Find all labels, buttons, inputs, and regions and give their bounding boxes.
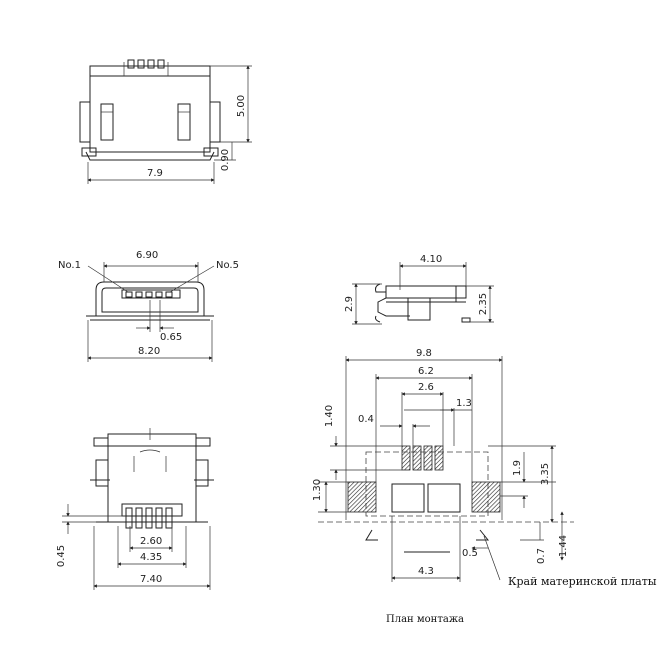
plan-center-pads: 4.3 — [418, 566, 434, 577]
plan-pad-pitch: 0.4 — [358, 414, 374, 425]
plan-bottom-a: 0.7 — [536, 548, 547, 564]
pin1-label: No.1 — [58, 260, 81, 271]
plan-offset-right: 1.3 — [456, 398, 472, 409]
bottom-inner-label: 2.60 — [140, 536, 162, 547]
board-edge-label: Край материнской платы — [508, 575, 657, 588]
side-right-label: 2.35 — [478, 293, 489, 315]
outer-pad-right — [471, 481, 501, 513]
bottom-mid-label: 4.35 — [140, 552, 162, 563]
plan-caption: План монтажа — [386, 614, 464, 625]
bottom-view: 2.60 4.35 7.40 0.45 — [56, 428, 214, 590]
top-view: 7.9 5.00 0.90 — [79, 59, 252, 184]
bottom-tab-label: 0.45 — [56, 545, 67, 567]
side-width-label: 4.10 — [420, 254, 442, 265]
outer-pad-left — [347, 481, 377, 513]
plan-inner-pads: 2.6 — [418, 382, 434, 393]
front-view: 6.90 No.1 No.5 0.65 8.20 — [58, 250, 239, 362]
plan-right-inner: 1.9 — [512, 460, 523, 476]
plan-right-outer: 3.35 — [540, 463, 551, 485]
pin-pitch-label: 0.65 — [160, 332, 182, 343]
top-height-label: 5.00 — [236, 95, 247, 117]
center-pad-left — [391, 483, 425, 513]
plan-edge-gap: 0.5 — [462, 548, 478, 559]
top-offset-label: 0.90 — [220, 149, 231, 171]
mounting-plan: 9.8 6.2 2.6 1.3 0.4 1.40 1.30 1.9 3.35 — [312, 348, 657, 625]
center-pad-right — [427, 483, 461, 513]
pin5-label: No.5 — [216, 260, 239, 271]
plan-overall-width: 9.8 — [416, 348, 432, 359]
side-height-label: 2.9 — [344, 296, 355, 312]
side-view: 4.10 2.9 2.35 — [344, 254, 494, 325]
front-pitch-width-label: 6.90 — [136, 250, 158, 261]
plan-top-offset: 1.40 — [324, 405, 335, 427]
plan-left-height: 1.30 — [312, 479, 323, 501]
bottom-outer-label: 7.40 — [140, 574, 162, 585]
plan-outer-pads: 6.2 — [418, 366, 434, 377]
front-body-width-label: 8.20 — [138, 346, 160, 357]
plan-bottom-b: 1.44 — [558, 535, 569, 557]
top-width-label: 7.9 — [147, 168, 163, 179]
